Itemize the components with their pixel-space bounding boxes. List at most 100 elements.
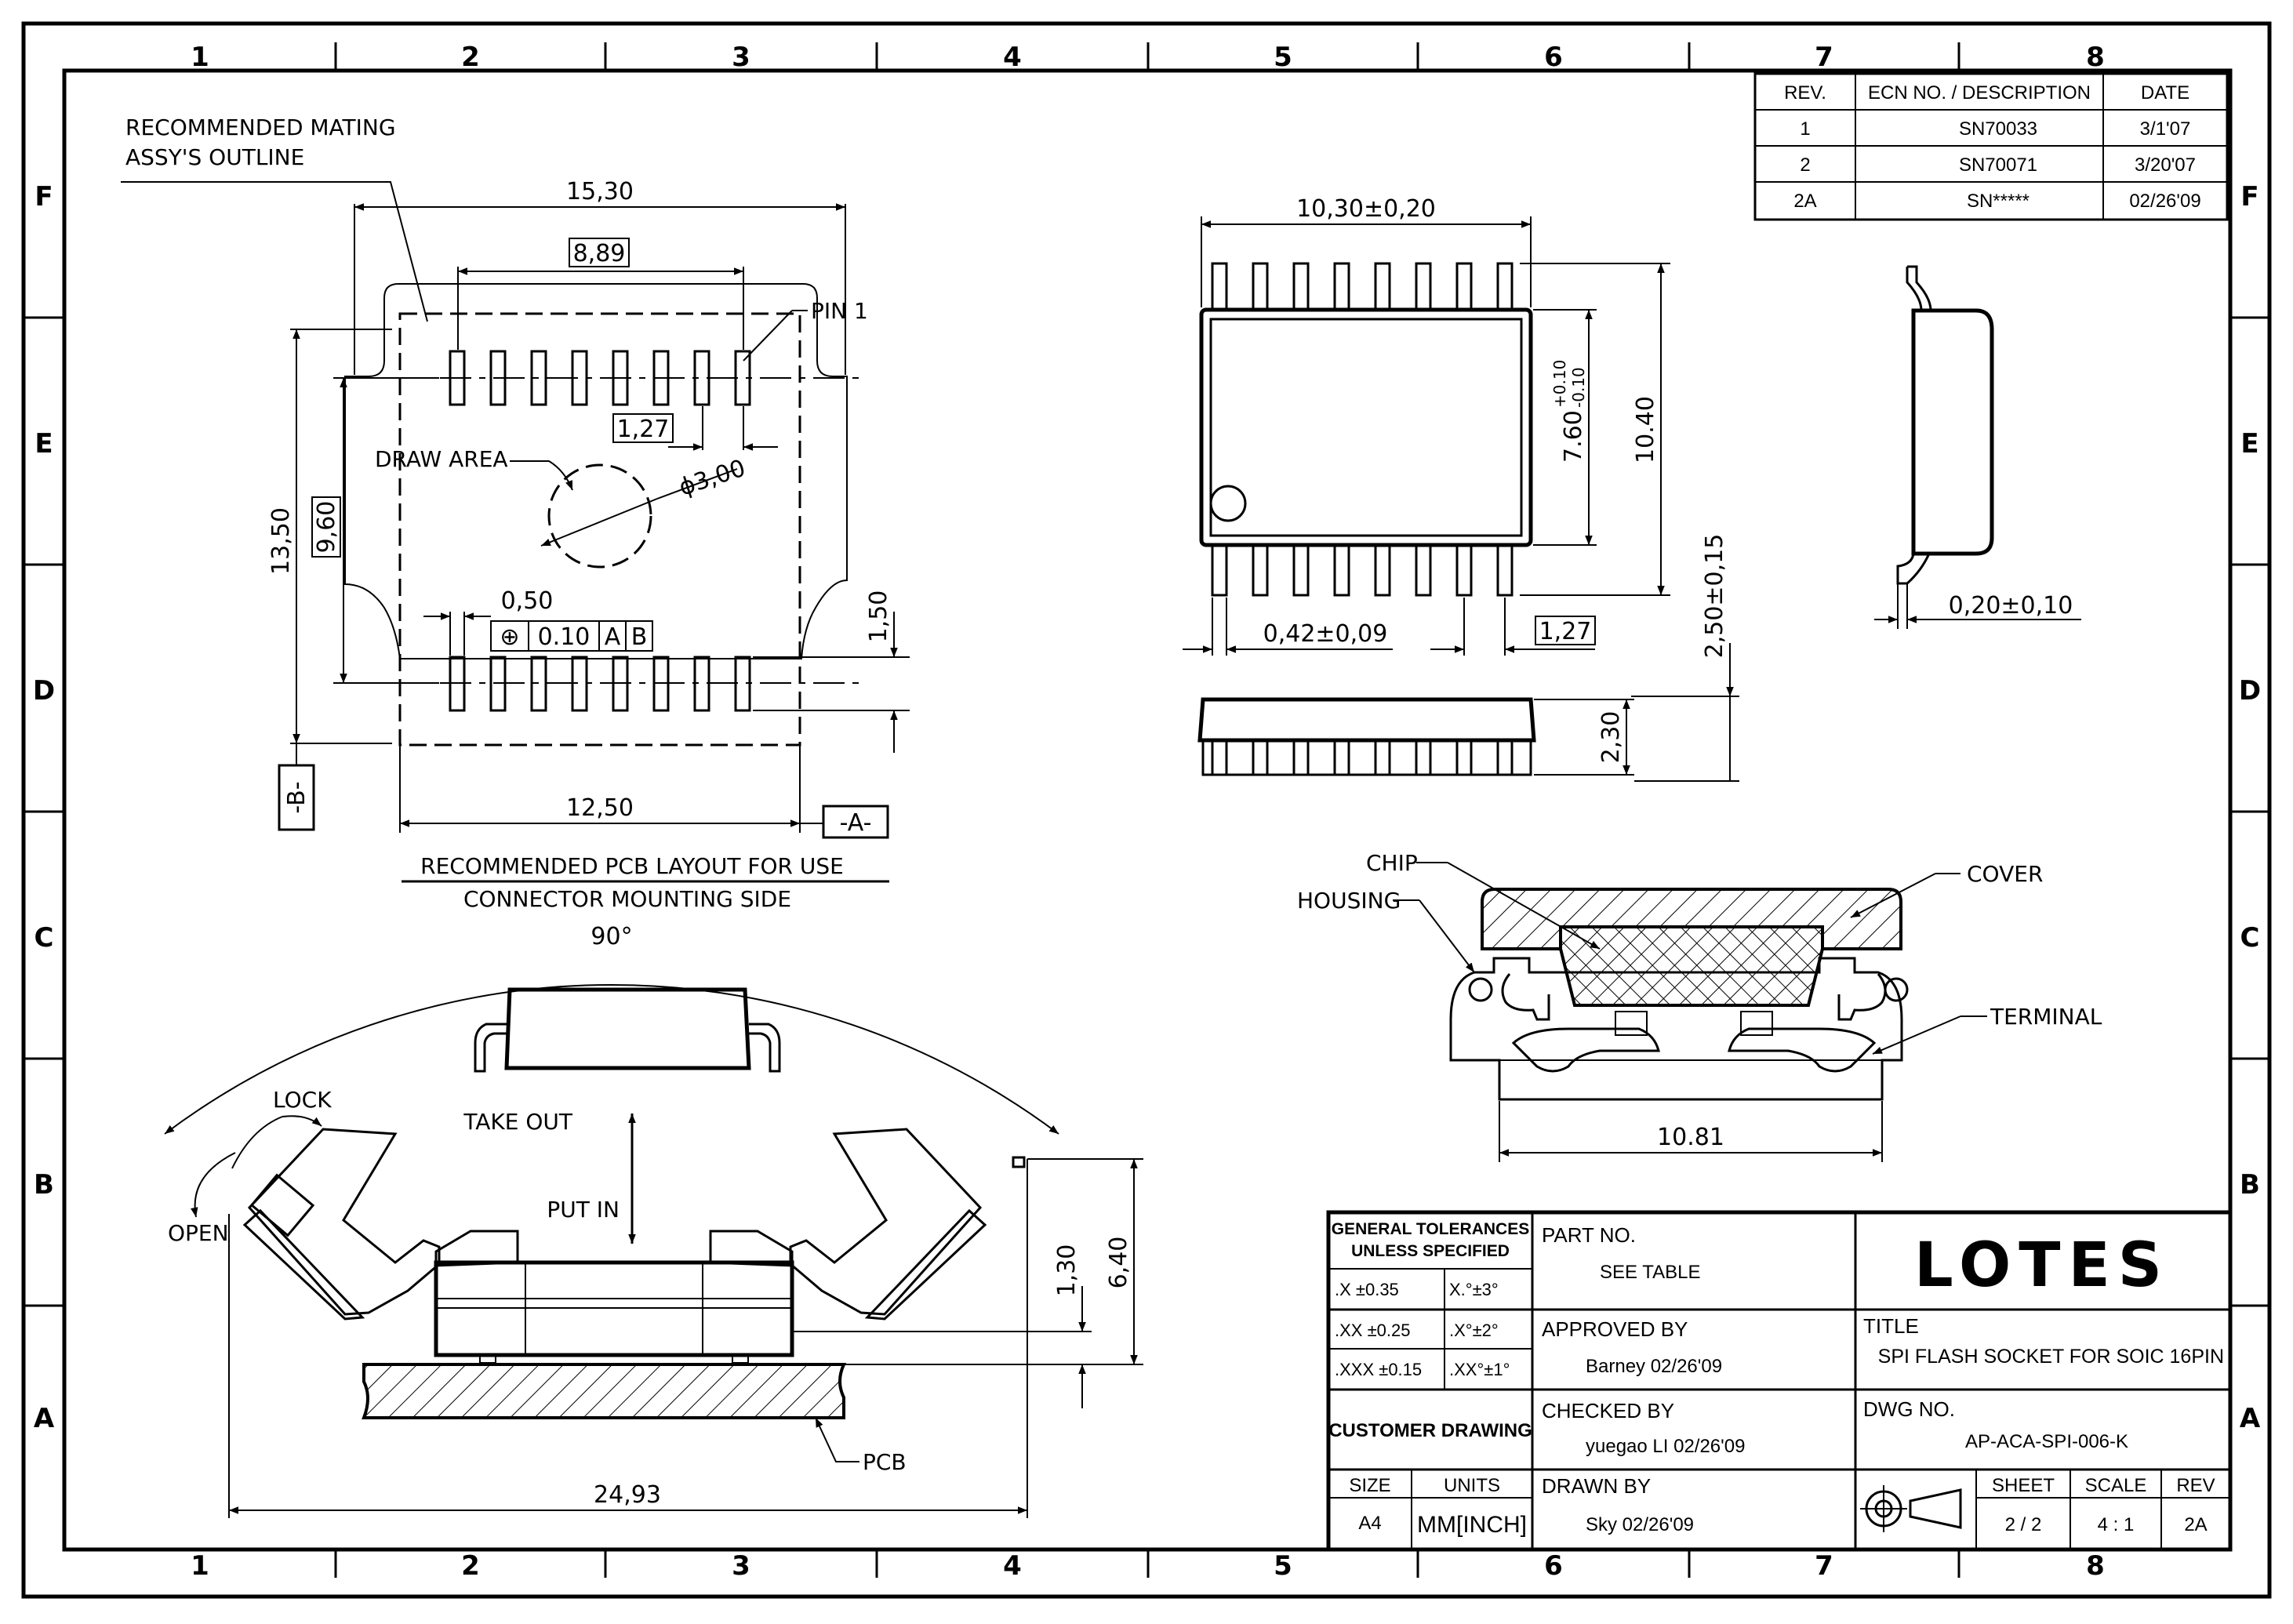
dim-section-width: 10.81 bbox=[1657, 1124, 1724, 1151]
take-out-label: TAKE OUT bbox=[463, 1109, 573, 1135]
dim-ic-body-height: 7.60 bbox=[1560, 410, 1587, 463]
dim-overall-height: 13,50 bbox=[267, 507, 295, 575]
sheet-label: SHEET bbox=[1992, 1475, 2055, 1496]
scale-label: SCALE bbox=[2085, 1475, 2147, 1496]
part-no-label: PART NO. bbox=[1542, 1223, 1636, 1247]
grid-col-4-top: 4 bbox=[1003, 42, 1022, 73]
customer-drawing: CUSTOMER DRAWING bbox=[1328, 1420, 1532, 1441]
grid-row-a-left: A bbox=[34, 1403, 55, 1434]
datum-b: -B- bbox=[283, 781, 311, 813]
grid-row-c-left: C bbox=[35, 922, 54, 954]
dim-pad-length: 1,50 bbox=[865, 590, 892, 643]
title-block: GENERAL TOLERANCES UNLESS SPECIFIED .X ±… bbox=[1326, 1210, 2233, 1552]
rev-header-desc: ECN NO. / DESCRIPTION bbox=[1868, 82, 2091, 104]
lock-label: LOCK bbox=[273, 1087, 332, 1113]
fcf-position-symbol: ⊕ bbox=[500, 623, 519, 651]
checked-by-label: CHECKED BY bbox=[1542, 1399, 1674, 1422]
dwg-no-label: DWG NO. bbox=[1863, 1397, 1955, 1421]
grid-col-8-top: 8 bbox=[2086, 42, 2105, 73]
dim-bottom-width: 12,50 bbox=[566, 794, 634, 822]
mating-outline-label-1: RECOMMENDED MATING bbox=[125, 114, 396, 140]
dim-draw-area-dia: ϕ3,00 bbox=[676, 455, 749, 502]
cover-label: COVER bbox=[1967, 861, 2043, 887]
grid-row-e-right: E bbox=[2240, 428, 2258, 460]
grid-row-d-right: D bbox=[2239, 675, 2261, 707]
units-value: MM[INCH] bbox=[1417, 1512, 1527, 1538]
dim-ic-body-width: 10,30±0,20 bbox=[1296, 195, 1436, 223]
terminal-label: TERMINAL bbox=[1990, 1004, 2102, 1030]
grid-row-f-right: F bbox=[2240, 181, 2258, 213]
mating-outline-label-2: ASSY'S OUTLINE bbox=[125, 144, 304, 170]
grid-col-3-top: 3 bbox=[732, 42, 750, 73]
grid-row-c-right: C bbox=[2240, 922, 2260, 954]
grid-col-2-top: 2 bbox=[461, 42, 480, 73]
rev-row-2-desc: SN70071 bbox=[1959, 154, 2037, 176]
dim-overall-width: 15,30 bbox=[566, 178, 634, 205]
tolerance-angle-xx: .X°±2° bbox=[1449, 1321, 1499, 1340]
rev-label: REV bbox=[2176, 1475, 2215, 1496]
ic-side-view: 2,30 2,50±0,15 bbox=[1197, 534, 1739, 782]
dim-ic-lead-pitch: 1,27 bbox=[1539, 618, 1592, 645]
drawn-by-value: Sky 02/26'09 bbox=[1586, 1514, 1694, 1535]
rev-header-date: DATE bbox=[2141, 82, 2189, 104]
sheet-value: 2 / 2 bbox=[2005, 1514, 2042, 1535]
rev-row-1-desc: SN70033 bbox=[1959, 118, 2037, 140]
rev-row-1-date: 3/1'07 bbox=[2140, 118, 2191, 140]
rev-row-2-rev: 2 bbox=[1800, 154, 1810, 176]
revision-table: REV. ECN NO. / DESCRIPTION DATE 1 SN7003… bbox=[1753, 72, 2229, 221]
grid-col-7-bottom: 7 bbox=[1815, 1550, 1833, 1582]
housing-label: HOUSING bbox=[1297, 888, 1401, 914]
rev-header-rev: REV. bbox=[1784, 82, 1826, 104]
grid-col-2-bottom: 2 bbox=[461, 1550, 480, 1582]
section-view: CHIP HOUSING COVER TERMINAL 10.81 bbox=[1297, 850, 2102, 1162]
grid-row-b-right: B bbox=[2240, 1169, 2260, 1201]
grid-col-6-bottom: 6 bbox=[1544, 1550, 1563, 1582]
tolerance-title-1: GENERAL TOLERANCES bbox=[1332, 1220, 1529, 1238]
feature-control-frame: ⊕ 0.10 A B bbox=[490, 620, 653, 652]
grid-row-a-right: A bbox=[2240, 1403, 2261, 1434]
size-value: A4 bbox=[1358, 1513, 1381, 1534]
draw-area-label: DRAW AREA bbox=[375, 446, 508, 472]
approved-by-value: Barney 02/26'09 bbox=[1586, 1356, 1722, 1377]
tolerance-x: .X ±0.35 bbox=[1335, 1280, 1399, 1299]
dim-ic-body-height-minus: -0.10 bbox=[1569, 367, 1588, 408]
dim-pitch: 1,27 bbox=[617, 416, 670, 443]
pcb-label: PCB bbox=[863, 1449, 907, 1475]
grid-row-e-left: E bbox=[35, 428, 53, 460]
dim-ic-lead-width: 0,42±0,09 bbox=[1263, 620, 1388, 648]
dim-ic-overall-height: 10.40 bbox=[1632, 396, 1659, 463]
fcf-datum-b: B bbox=[631, 623, 648, 651]
dim-ic-body-thickness: 2,30 bbox=[1597, 711, 1625, 764]
rev-row-3-rev: 2A bbox=[1793, 191, 1816, 212]
dwg-no-value: AP-ACA-SPI-006-K bbox=[1965, 1431, 2128, 1452]
scale-value: 4 : 1 bbox=[2098, 1514, 2135, 1535]
dim-ic-lead-thickness: 0,20±0,10 bbox=[1949, 592, 2073, 619]
tolerance-xxx: .XXX ±0.15 bbox=[1335, 1360, 1422, 1379]
grid-row-b-left: B bbox=[34, 1169, 54, 1201]
grid-row-f-left: F bbox=[35, 181, 53, 213]
grid-col-3-bottom: 3 bbox=[732, 1550, 750, 1582]
company-logo: LOTES bbox=[1914, 1230, 2170, 1301]
datum-a: -A- bbox=[840, 809, 872, 837]
grid-col-7-top: 7 bbox=[1815, 42, 1833, 73]
dim-ic-total-thickness: 2,50±0,15 bbox=[1701, 534, 1728, 659]
dim-inner-height: 9,60 bbox=[313, 501, 340, 554]
drawn-by-label: DRAWN BY bbox=[1542, 1474, 1651, 1498]
dim-pitch-span: 8,89 bbox=[573, 240, 626, 267]
open-view: 90° TAKE OUT PUT IN LOCK OPEN bbox=[164, 923, 1143, 1518]
dim-open-width: 24,93 bbox=[594, 1481, 661, 1509]
dim-seat-height: 1,30 bbox=[1053, 1244, 1081, 1297]
drawing-border: 1 2 3 4 5 6 7 8 1 2 3 4 5 6 7 8 F E D C … bbox=[21, 21, 2272, 1599]
rev-row-3-date: 02/26'09 bbox=[2129, 191, 2200, 212]
dim-ic-body-height-plus: +0.10 bbox=[1550, 360, 1569, 408]
chip-label: CHIP bbox=[1366, 850, 1418, 876]
open-angle: 90° bbox=[591, 923, 632, 950]
pcb-caption-line1: RECOMMENDED PCB LAYOUT FOR USE bbox=[420, 853, 844, 879]
rev-value: 2A bbox=[2184, 1514, 2207, 1535]
fcf-datum-a: A bbox=[605, 623, 621, 651]
grid-row-d-left: D bbox=[33, 675, 55, 707]
fcf-tolerance: 0.10 bbox=[538, 623, 591, 651]
size-label: SIZE bbox=[1349, 1475, 1390, 1496]
